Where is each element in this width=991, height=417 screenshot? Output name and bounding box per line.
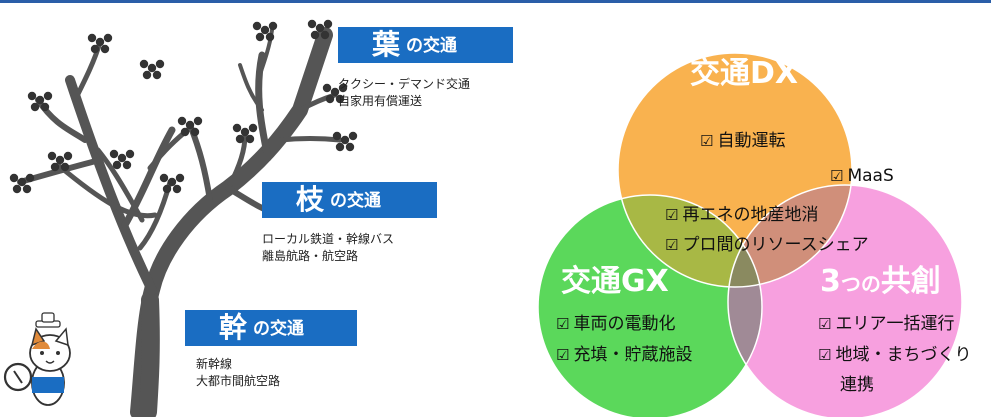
venn-item-cosou-extra: 連携 — [840, 375, 874, 395]
trunk-traffic-caption: 新幹線 大都市間航空路 — [196, 356, 280, 390]
flower-cluster-icon — [87, 33, 113, 54]
venn-item-cosou: ☑エリア一括運行 — [818, 314, 955, 334]
leaf-traffic-title: 葉 — [372, 28, 401, 61]
flower-cluster-icon — [47, 151, 73, 172]
flower-cluster-icon — [159, 173, 185, 194]
trunk-traffic-suffix: の交通 — [253, 319, 304, 339]
branch-traffic-banner: 枝 の交通 — [262, 182, 437, 218]
cat-mascot-icon — [3, 312, 71, 406]
trunk-traffic-line: 大都市間航空路 — [196, 374, 281, 388]
venn-item-dx: ☑自動運転 — [700, 131, 786, 151]
venn-item-cosou: ☑地域・まちづくり — [818, 345, 972, 365]
checkbox-icon: ☑ — [818, 346, 832, 364]
venn-title-dx: 交通DX — [690, 56, 799, 91]
trunk-traffic-title: 幹 — [219, 311, 248, 344]
tree-branch — [55, 162, 158, 219]
flower-cluster-icon — [332, 131, 358, 152]
venn-overlap-dx-cosou — [728, 185, 852, 287]
trunk-traffic-line: 新幹線 — [196, 357, 233, 371]
leaf-traffic-banner: 葉 の交通 — [338, 27, 513, 63]
tree-branch — [187, 122, 213, 203]
flower-clusters — [9, 19, 358, 194]
tree-branch — [227, 132, 248, 188]
tree-branch — [65, 75, 157, 295]
checkbox-icon: ☑ — [665, 206, 679, 224]
leaf-traffic-line: 自家用有償運送 — [338, 94, 423, 108]
leaf-traffic-line: タクシー・デマンド交通 — [338, 77, 471, 91]
tree-branch — [95, 147, 145, 223]
venn-item-gx: ☑車両の電動化 — [556, 314, 676, 334]
leaf-traffic-suffix: の交通 — [406, 36, 457, 56]
flower-cluster-icon — [9, 173, 35, 194]
top-rule — [0, 0, 991, 3]
flower-cluster-icon — [177, 116, 203, 137]
checkbox-icon: ☑ — [700, 132, 714, 150]
branch-traffic-line: ローカル鉄道・幹線バス — [262, 232, 395, 246]
venn-overlap-dx-gx — [618, 195, 762, 287]
tree-branch — [277, 136, 343, 143]
checkbox-icon: ☑ — [556, 315, 570, 333]
flower-cluster-icon — [232, 123, 258, 144]
checkbox-icon: ☑ — [556, 346, 570, 364]
flower-cluster-icon — [109, 149, 135, 170]
tree-branch — [72, 39, 103, 103]
tree-branch — [238, 63, 264, 112]
venn-item-dx-gx: ☑プロ間のリソースシェア — [665, 235, 869, 255]
leaf-traffic-caption: タクシー・デマンド交通 自家用有償運送 — [338, 76, 470, 110]
venn-title-gx: 交通GX — [561, 264, 669, 299]
flower-cluster-icon — [307, 19, 333, 40]
venn-item-dx-cosou: ☑MaaS — [830, 166, 894, 186]
checkbox-icon: ☑ — [818, 315, 832, 333]
tree-trunk-lower — [139, 291, 160, 417]
trunk-traffic-banner: 幹 の交通 — [185, 310, 357, 346]
branch-traffic-line: 離島航路・航空路 — [262, 249, 359, 263]
flower-cluster-icon — [252, 21, 278, 42]
flower-cluster-icon — [139, 59, 165, 80]
venn-item-dx-gx: ☑再エネの地産地消 — [665, 205, 819, 225]
venn-item-gx: ☑充填・貯蔵施設 — [556, 345, 693, 365]
venn-diagram — [537, 52, 963, 417]
branch-traffic-suffix: の交通 — [330, 191, 381, 211]
checkbox-icon: ☑ — [830, 167, 844, 185]
flower-cluster-icon — [27, 91, 53, 112]
flower-cluster-icon — [322, 83, 348, 104]
branch-traffic-caption: ローカル鉄道・幹線バス 離島航路・航空路 — [262, 231, 394, 265]
branch-traffic-title: 枝 — [296, 183, 325, 216]
venn-title-cosou: 3つの共創 — [820, 264, 941, 299]
checkbox-icon: ☑ — [665, 236, 679, 254]
